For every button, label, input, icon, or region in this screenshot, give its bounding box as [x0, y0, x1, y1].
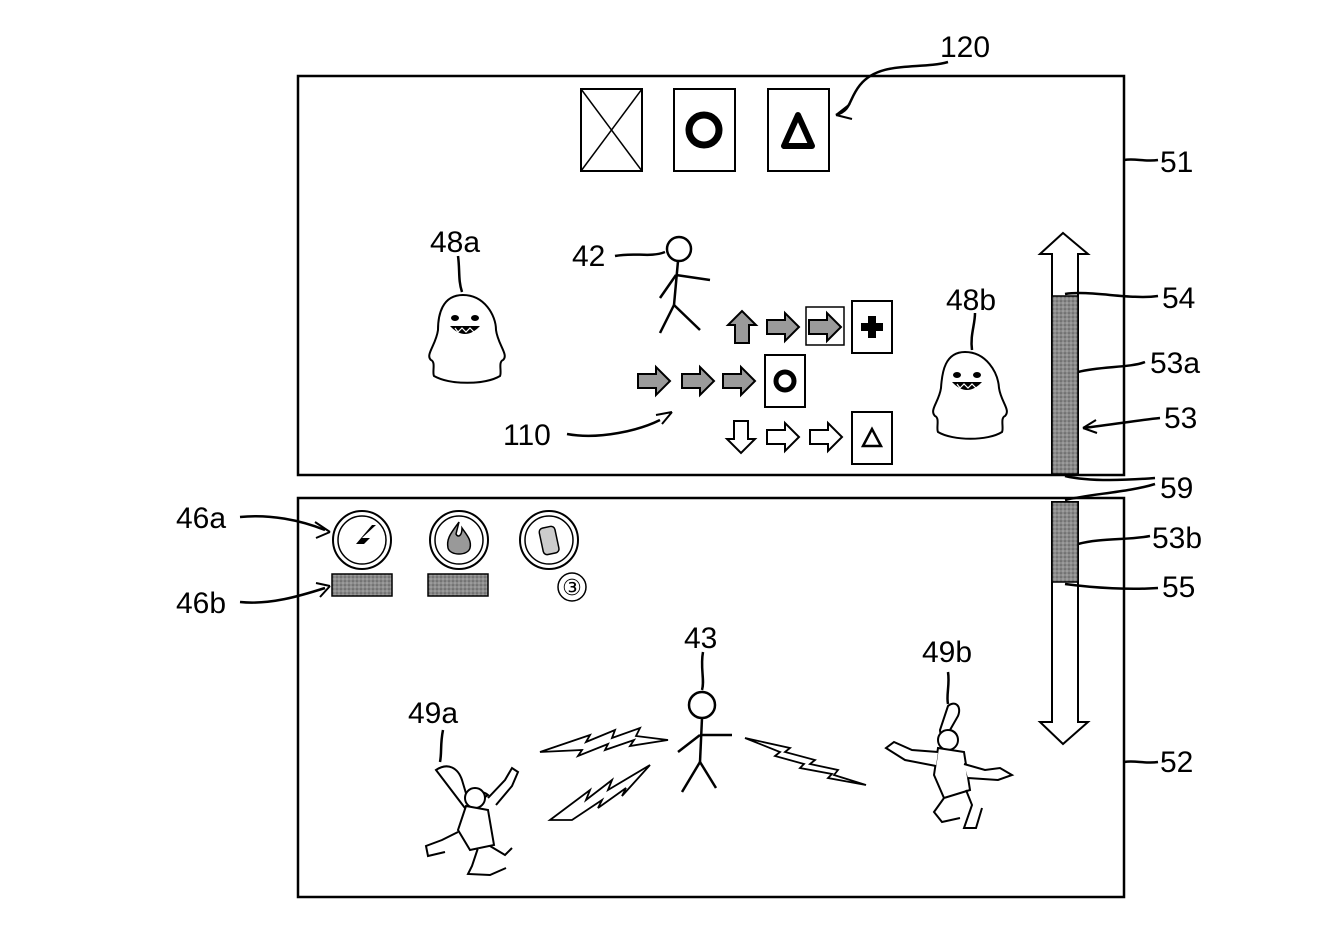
triangle-card-small-icon[interactable]	[851, 411, 893, 465]
potion-icon[interactable]	[519, 510, 579, 570]
label-110: 110	[503, 419, 551, 452]
lightning-icon[interactable]	[332, 510, 392, 570]
label-49b: 49b	[922, 636, 972, 669]
label-46b: 46b	[176, 587, 226, 620]
card-row	[580, 88, 830, 172]
label-42: 42	[572, 240, 605, 273]
player-42	[658, 235, 711, 334]
arrow-combos	[637, 300, 893, 465]
item-count: ③	[562, 576, 582, 601]
lightning-bolts	[539, 726, 867, 821]
gauge-fill-53a	[1051, 295, 1079, 475]
item-count-badge	[557, 572, 587, 602]
label-55: 55	[1162, 571, 1195, 604]
ghost-enemy-48b	[932, 350, 1008, 440]
player-43	[677, 690, 732, 793]
upper-screen	[296, 74, 1126, 477]
triangle-card-icon[interactable]	[767, 88, 830, 172]
label-52: 52	[1160, 746, 1193, 779]
label-59: 59	[1160, 472, 1193, 505]
x-card-icon[interactable]	[580, 88, 643, 172]
elf-enemy-49a	[424, 765, 520, 877]
skill-bar-1	[331, 573, 393, 597]
circle-card-small-icon[interactable]	[764, 354, 806, 408]
skill-bar-2	[427, 573, 489, 597]
gauge-fill-53b	[1051, 501, 1079, 583]
label-53: 53	[1164, 402, 1197, 435]
plus-card-icon[interactable]	[851, 300, 893, 354]
elf-enemy-49b	[884, 702, 1015, 829]
label-48a: 48a	[430, 226, 480, 259]
circle-card-icon[interactable]	[673, 88, 736, 172]
label-53b: 53b	[1152, 522, 1202, 555]
label-43: 43	[684, 622, 717, 655]
label-53a: 53a	[1150, 347, 1200, 380]
label-120: 120	[940, 31, 990, 64]
gauge-bar	[1037, 231, 1091, 746]
label-49a: 49a	[408, 697, 458, 730]
ghost-enemy-48a	[428, 293, 506, 384]
fire-icon[interactable]	[429, 510, 489, 570]
label-48b: 48b	[946, 284, 996, 317]
lower-screen	[296, 496, 1126, 899]
leader-120	[835, 60, 949, 117]
label-46a: 46a	[176, 502, 226, 535]
label-54: 54	[1162, 282, 1195, 315]
label-51: 51	[1160, 146, 1193, 179]
